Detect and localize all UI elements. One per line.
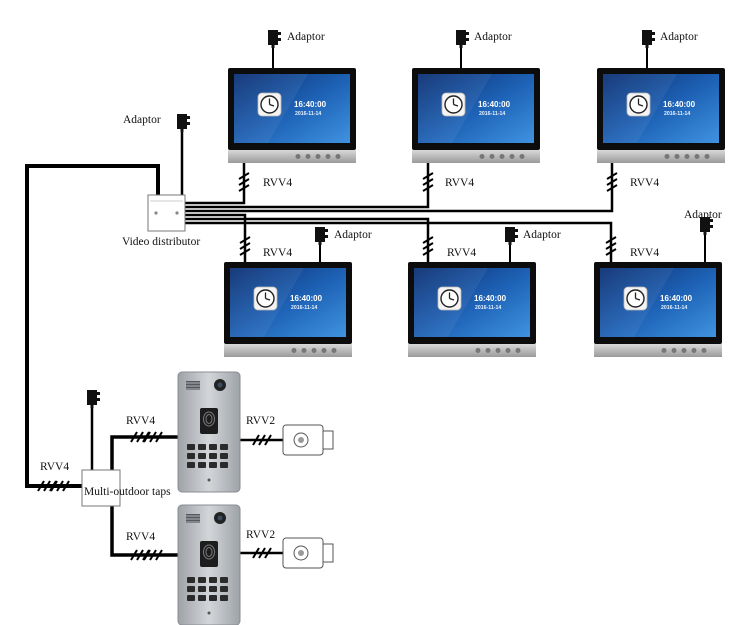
- multi-outdoor-taps-label: Multi-outdoor taps: [84, 486, 171, 498]
- monitor-time: 16:40:00: [290, 294, 323, 303]
- rvv2-label: RVV2: [246, 529, 275, 541]
- door-station-1: [177, 371, 241, 493]
- video-distributor: [147, 194, 186, 232]
- electric-lock-1: [282, 424, 334, 456]
- bus-to-monitor-2: [185, 163, 430, 209]
- electric-lock-icon: [282, 537, 334, 569]
- rvv2-label: RVV2: [246, 415, 275, 427]
- monitor-time: 16:40:00: [478, 100, 511, 109]
- adaptor-label: Adaptor: [123, 114, 161, 126]
- adaptor-icon: [456, 30, 469, 48]
- rvv4-label: RVV4: [630, 177, 659, 189]
- monitor-2: 16:40:00 2016-11-14: [411, 67, 541, 164]
- bus-to-monitor-6: [185, 221, 613, 262]
- monitor-time: 16:40:00: [294, 100, 327, 109]
- rvv4-label: RVV4: [263, 247, 292, 259]
- adaptor-label: Adaptor: [287, 31, 325, 43]
- monitor-date: 2016-11-14: [661, 305, 687, 311]
- monitor-4: 16:40:00 2016-11-14: [223, 261, 353, 358]
- adaptor-icon: [642, 30, 655, 48]
- door-station-2: [177, 504, 241, 625]
- adaptor-icon: [177, 114, 190, 132]
- rvv4-label: RVV4: [445, 177, 474, 189]
- bus-to-monitor-1: [185, 163, 246, 205]
- cable-to-door-station-2: [110, 505, 178, 557]
- adaptor-label: Adaptor: [523, 229, 561, 241]
- rvv4-label: RVV4: [447, 247, 476, 259]
- monitor-6: 16:40:00 2016-11-14: [593, 261, 723, 358]
- adaptor-label: Adaptor: [474, 31, 512, 43]
- monitor-date: 2016-11-14: [475, 305, 501, 311]
- bus-to-monitor-3: [185, 163, 614, 213]
- rvv4-label: RVV4: [630, 247, 659, 259]
- monitor-date: 2016-11-14: [664, 111, 690, 117]
- rvv4-label: RVV4: [263, 177, 292, 189]
- multi-outdoor-taps: [81, 469, 121, 507]
- monitor-time: 16:40:00: [663, 100, 696, 109]
- video-distributor-label: Video distributor: [122, 236, 200, 248]
- adaptor-label: Adaptor: [684, 209, 722, 221]
- cable-to-door-station-1: [110, 435, 178, 470]
- adaptor-label: Adaptor: [660, 31, 698, 43]
- monitor-time: 16:40:00: [660, 294, 693, 303]
- monitor-5: 16:40:00 2016-11-14: [407, 261, 537, 358]
- monitor-1: 16:40:00 2016-11-14: [227, 67, 357, 164]
- electric-lock-2: [282, 537, 334, 569]
- adaptor-icon: [315, 227, 328, 245]
- adaptor-icon: [87, 390, 100, 408]
- monitor-date: 2016-11-14: [291, 305, 317, 311]
- rvv4-label: RVV4: [40, 461, 69, 473]
- rvv4-label: RVV4: [126, 531, 155, 543]
- bus-to-monitor-5: [185, 217, 430, 262]
- adaptor-icon: [505, 227, 518, 245]
- adaptor-label: Adaptor: [334, 229, 372, 241]
- rvv4-label: RVV4: [126, 415, 155, 427]
- adaptor-icon: [268, 30, 281, 48]
- backbone-cable: [25, 164, 160, 488]
- monitor-time: 16:40:00: [474, 294, 507, 303]
- monitor-3: 16:40:00 2016-11-14: [596, 67, 726, 164]
- monitor-date: 2016-11-14: [295, 111, 321, 117]
- monitor-date: 2016-11-14: [479, 111, 505, 117]
- electric-lock-icon: [282, 424, 334, 456]
- labels: Adaptor Adaptor Adaptor Adaptor Adaptor …: [40, 31, 722, 543]
